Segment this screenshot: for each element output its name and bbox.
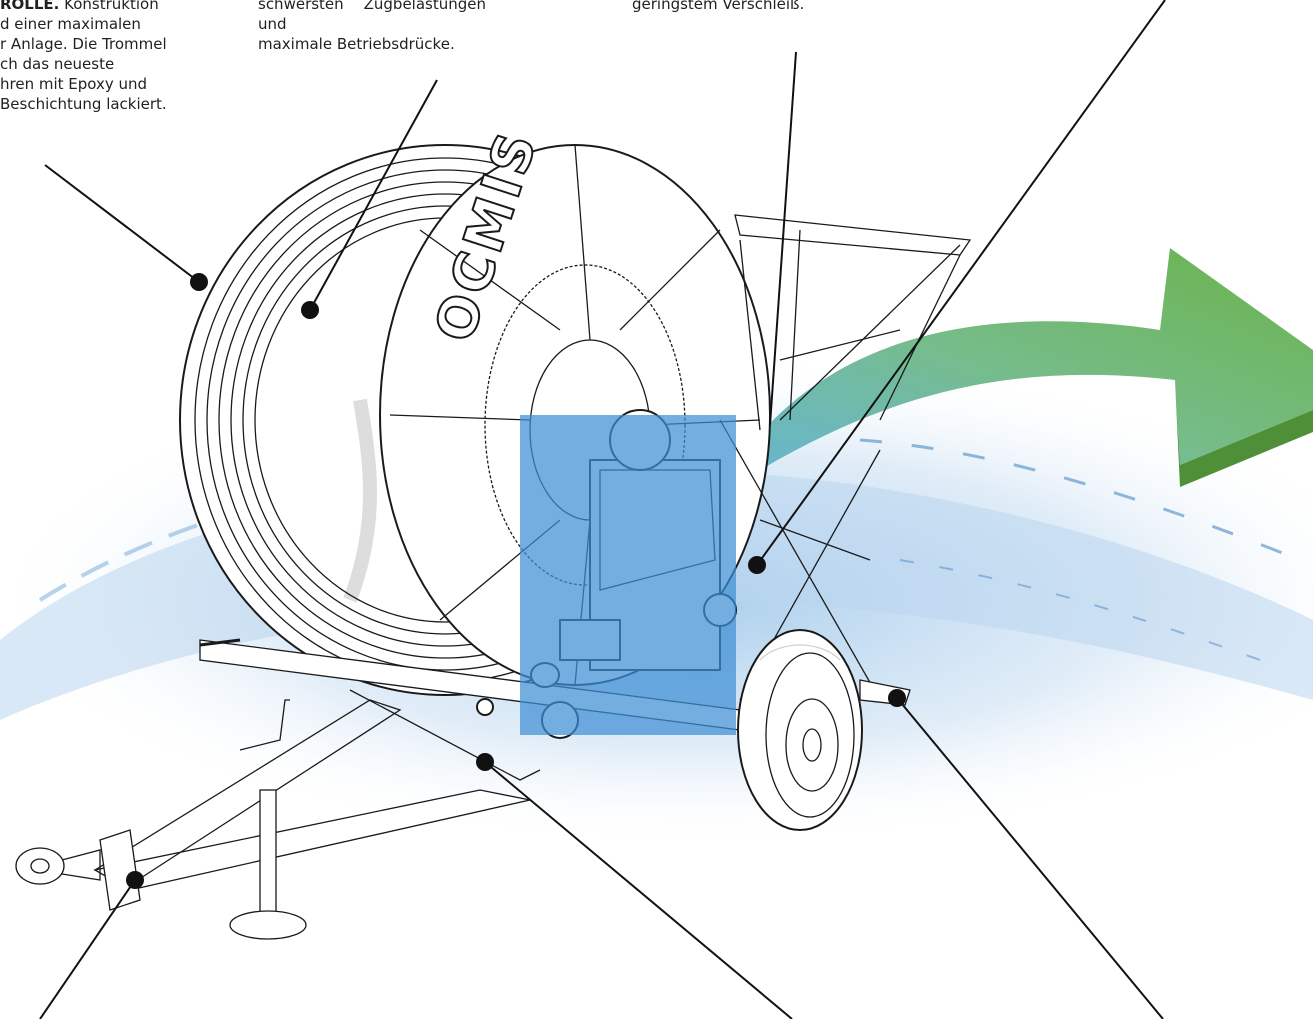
wheel	[737, 629, 863, 831]
caption-drum-line: hren mit Epoxy und	[0, 75, 148, 93]
caption-pipe-line: schwersten Zugbelastungen und	[258, 0, 486, 33]
caption-pipe: schwersten Zugbelastungen und maximale B…	[258, 0, 486, 54]
caption-wear: geringstem Verschleiß.	[632, 0, 832, 14]
caption-drum-line: r Anlage. Die Trommel	[0, 35, 167, 53]
callout-dot	[476, 753, 494, 771]
leader-chassis	[484, 761, 793, 1019]
flow-arrow	[755, 248, 1313, 487]
turbine-highlight	[520, 415, 736, 735]
leader-hitch	[39, 879, 136, 1019]
caption-drum-line: d einer maximalen	[0, 15, 141, 33]
leader-hose	[309, 79, 438, 311]
caption-pipe-line: maximale Betriebsdrücke.	[258, 35, 455, 53]
callouts	[39, 0, 1166, 1019]
caption-drum-title: ROLLE.	[0, 0, 60, 13]
caption-drum-line: ch das neueste	[0, 55, 115, 73]
leader-gearbox	[769, 51, 797, 426]
leader-drum-rim	[44, 164, 200, 283]
callout-dot	[301, 301, 319, 319]
callout-dot	[888, 689, 906, 707]
turbine-unit	[520, 409, 737, 739]
pressure-gauge	[476, 698, 494, 716]
callout-dot	[190, 273, 208, 291]
caption-drum-line: Konstruktion	[64, 0, 159, 13]
caption-drum-line: Beschichtung lackiert.	[0, 95, 167, 113]
callout-dot	[748, 556, 766, 574]
caption-drum: ROLLE. Konstruktion d einer maximalen r …	[0, 0, 208, 114]
drawbar	[15, 689, 541, 940]
callout-dot	[126, 871, 144, 889]
leader-outrigger	[896, 697, 1164, 1019]
caption-wear-line: geringstem Verschleiß.	[632, 0, 805, 13]
leader-turbine	[756, 0, 1166, 566]
